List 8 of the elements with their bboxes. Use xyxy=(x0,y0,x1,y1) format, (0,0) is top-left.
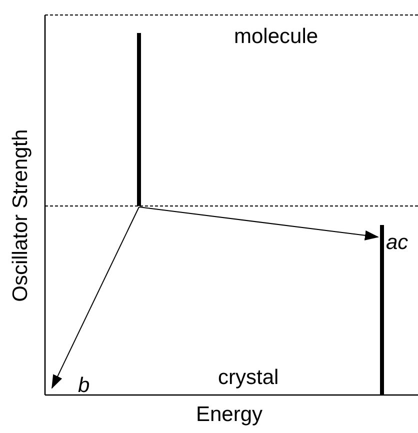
polarization-label: b xyxy=(78,375,90,396)
panel-label: crystal xyxy=(218,367,279,388)
arrow xyxy=(52,206,140,389)
panel-label: molecule xyxy=(234,26,318,47)
polarization-label: ac xyxy=(386,232,408,253)
arrow xyxy=(138,206,379,240)
axis-title: Energy xyxy=(196,404,263,425)
axis-title: Oscillator Strength xyxy=(9,128,30,302)
